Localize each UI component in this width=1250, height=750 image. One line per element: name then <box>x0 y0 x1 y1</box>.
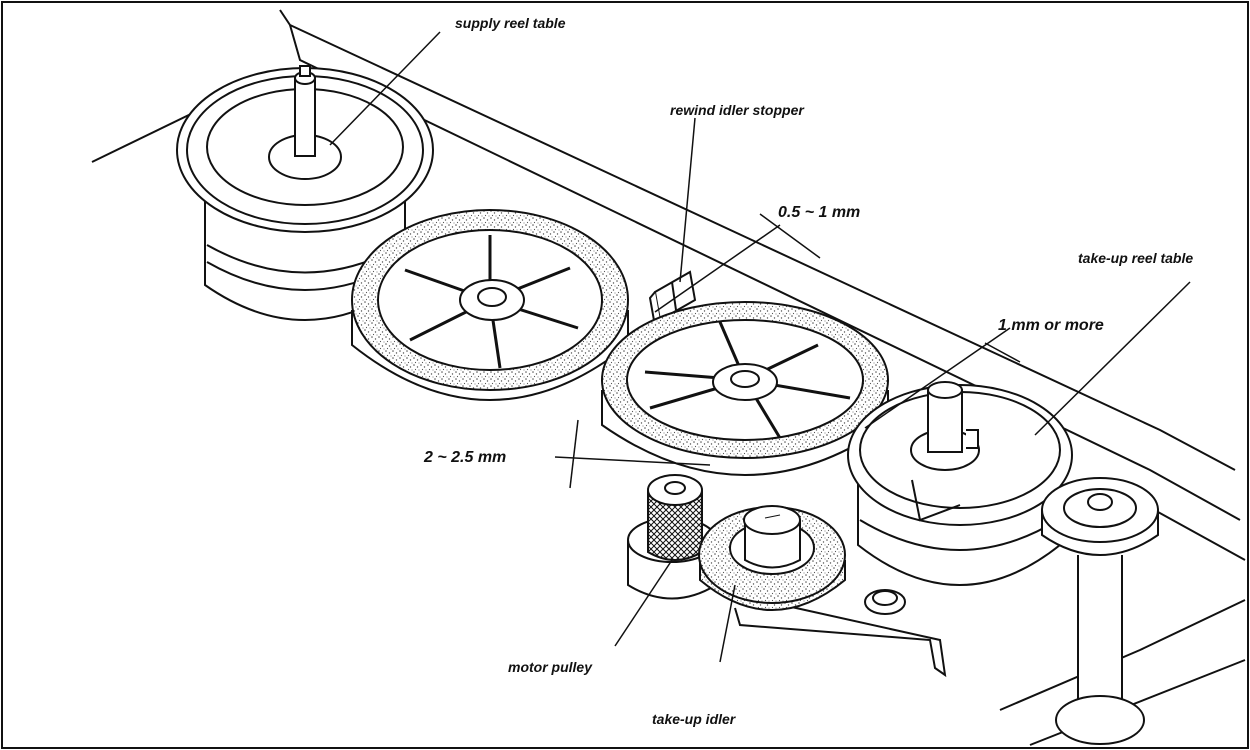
center-idler-wheel <box>601 301 889 476</box>
callout-labels: supply reel table rewind idler stopper 0… <box>423 15 1193 727</box>
label-motor-pulley: motor pulley <box>508 659 593 675</box>
supply-reel-table <box>176 65 434 321</box>
label-clearance-idler-height: 2 ~ 2.5 mm <box>423 449 506 466</box>
label-rewind-idler-stopper: rewind idler stopper <box>670 102 805 118</box>
take-up-reel-table <box>847 381 1073 586</box>
label-clearance-reel: 1 mm or more <box>998 317 1104 334</box>
label-clearance-stopper: 0.5 ~ 1 mm <box>778 204 860 221</box>
label-supply-reel-table: supply reel table <box>455 15 566 31</box>
take-up-idler <box>698 505 947 678</box>
label-take-up-idler: take-up idler <box>652 711 737 727</box>
rewind-idler-wheel <box>351 209 629 401</box>
motor-pulley <box>627 474 717 600</box>
leader-lines <box>329 31 1191 663</box>
label-take-up-reel-table: take-up reel table <box>1078 250 1193 266</box>
right-pulley <box>1041 477 1159 745</box>
